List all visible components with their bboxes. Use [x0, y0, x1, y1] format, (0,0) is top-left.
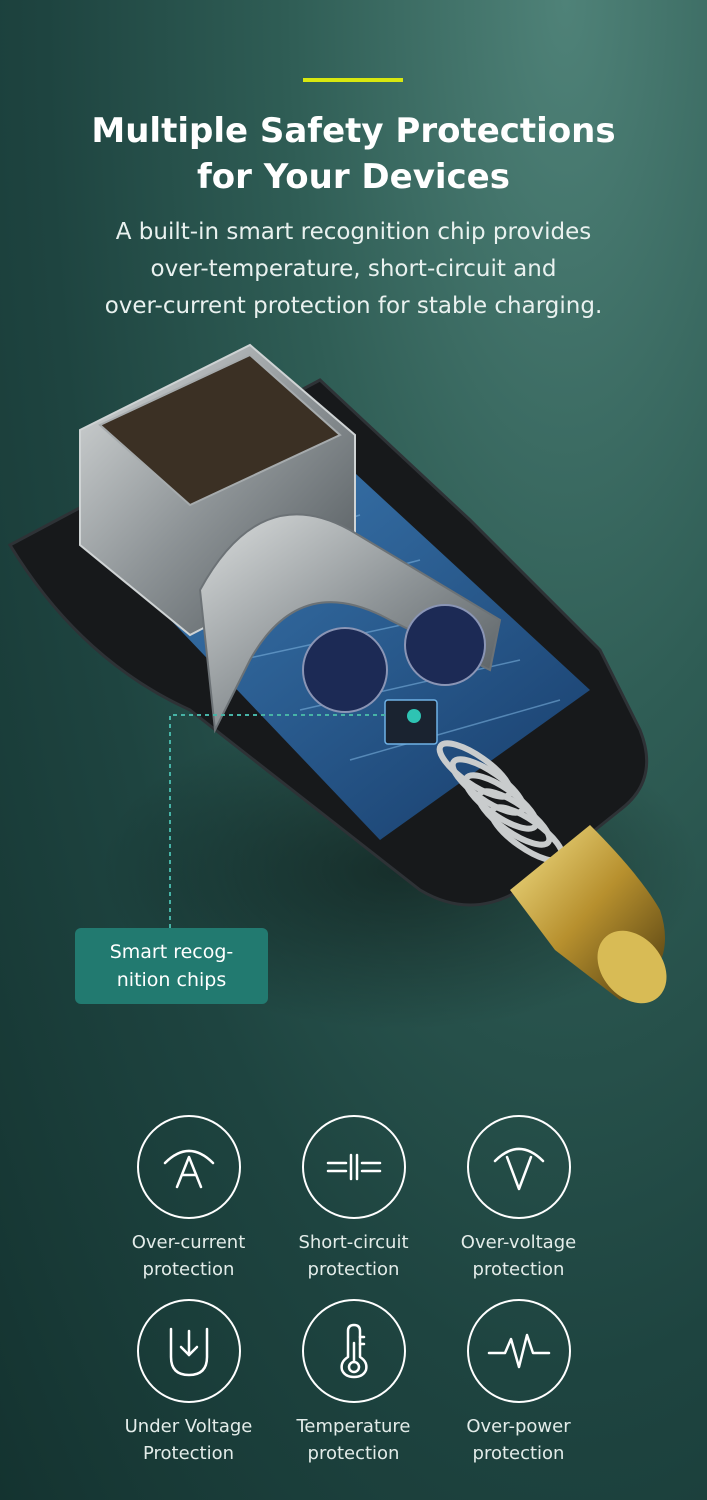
- heartbeat-icon: [466, 1299, 571, 1403]
- feature-label: Under Voltage Protection: [125, 1413, 253, 1467]
- feature-label-line-2: Protection: [142, 1443, 235, 1464]
- short-circuit-icon: [301, 1115, 406, 1219]
- feature-label: Temperature protection: [296, 1413, 410, 1467]
- usb-port-opening: [98, 353, 342, 507]
- over-voltage-icon: [466, 1115, 571, 1219]
- subtitle-line-3: over-current protection for stable charg…: [104, 293, 603, 319]
- callout-line-1: Smart recog-: [109, 941, 234, 963]
- feature-label-line-2: protection: [472, 1259, 565, 1280]
- subtitle-line-2: over-temperature, short-circuit and: [150, 256, 557, 282]
- feature-label-line-1: Short-circuit: [298, 1232, 409, 1253]
- feature-label-line-2: protection: [307, 1259, 400, 1280]
- under-voltage-icon: [136, 1299, 241, 1403]
- feature-label-line-1: Under Voltage: [124, 1416, 253, 1437]
- feature-label: Short-circuit protection: [298, 1229, 408, 1283]
- feature-over-power: Over-power protection: [436, 1299, 601, 1467]
- title-line-2: for Your Devices: [197, 157, 510, 197]
- feature-label-line-1: Temperature: [296, 1416, 411, 1437]
- contact-spring: [436, 740, 566, 864]
- page-title: Multiple Safety Protections for Your Dev…: [0, 108, 707, 200]
- chip-highlight: [407, 709, 421, 723]
- callout-line-2: nition chips: [116, 969, 227, 991]
- feature-label-line-1: Over-power: [466, 1416, 571, 1437]
- accent-bar: [303, 78, 403, 82]
- callout-smart-chips: Smart recog- nition chips: [75, 928, 268, 1004]
- feature-label-line-2: protection: [307, 1443, 400, 1464]
- thermometer-icon: [301, 1299, 406, 1403]
- feature-temperature: Temperature protection: [271, 1299, 436, 1467]
- feature-label-line-2: protection: [142, 1259, 235, 1280]
- feature-label-line-2: protection: [472, 1443, 565, 1464]
- feature-over-voltage: Over-voltage protection: [436, 1115, 601, 1283]
- title-line-1: Multiple Safety Protections: [91, 111, 616, 151]
- capacitor-left: [302, 627, 388, 713]
- capacitor-right: [404, 604, 486, 686]
- page-subtitle: A built-in smart recognition chip provid…: [60, 214, 647, 325]
- feature-label-line-1: Over-current: [131, 1232, 246, 1253]
- feature-label: Over-current protection: [132, 1229, 246, 1283]
- gold-tip-end: [597, 930, 667, 1004]
- subtitle-line-1: A built-in smart recognition chip provid…: [115, 219, 592, 245]
- feature-over-current: Over-current protection: [106, 1115, 271, 1283]
- over-current-icon: [136, 1115, 241, 1219]
- feature-under-voltage: Under Voltage Protection: [106, 1299, 271, 1467]
- metal-bracket: [198, 513, 502, 734]
- protection-features-grid: Over-current protection Short-circuit pr…: [106, 1115, 601, 1467]
- feature-label: Over-voltage protection: [461, 1229, 576, 1283]
- feature-label-line-1: Over-voltage: [460, 1232, 577, 1253]
- feature-short-circuit: Short-circuit protection: [271, 1115, 436, 1283]
- feature-label: Over-power protection: [466, 1413, 570, 1467]
